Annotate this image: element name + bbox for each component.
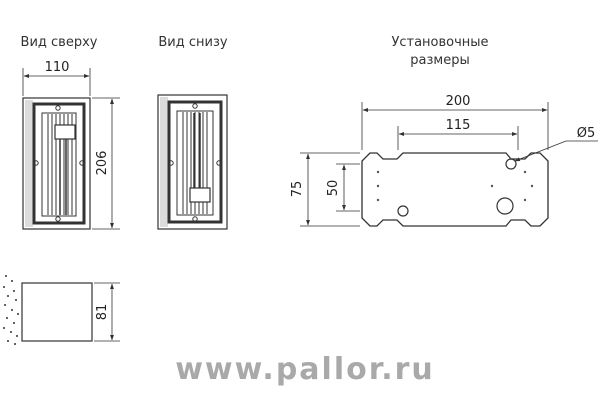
bottom-view-lamp-holder bbox=[189, 187, 211, 203]
cable-entry-icon bbox=[496, 197, 514, 215]
top-view bbox=[22, 68, 120, 230]
top-view-screw-icon bbox=[55, 105, 61, 111]
mounting-plate-outline bbox=[361, 152, 549, 227]
bottom-view-shade bbox=[160, 97, 168, 227]
height-dimension-value: 206 bbox=[95, 151, 110, 176]
hole-diameter-leader-line bbox=[514, 140, 567, 162]
watermark: www.pallor.ru bbox=[175, 352, 435, 387]
bottom-view-screw-icon bbox=[192, 216, 198, 222]
hole-spacing-vertical-dimension-value: 50 bbox=[326, 180, 341, 197]
hole-diameter-value: Ø5 bbox=[577, 126, 596, 141]
bottom-view-screw-icon bbox=[168, 160, 174, 166]
bottom-view-screw-icon bbox=[192, 103, 198, 109]
mounting-hole-icon bbox=[397, 205, 409, 217]
top-view-label: Вид сверху bbox=[20, 35, 98, 50]
plate-height-dimension-value: 75 bbox=[290, 181, 305, 198]
top-view-screw-icon bbox=[55, 216, 61, 222]
top-view-frame-inner bbox=[41, 112, 77, 217]
bottom-view-label: Вид снизу bbox=[158, 35, 228, 50]
bottom-view-body bbox=[157, 94, 228, 230]
plate-markings bbox=[376, 170, 534, 202]
mounting-dimensions-label-line1: Установочные bbox=[391, 35, 489, 50]
top-view-screw-icon bbox=[33, 160, 39, 166]
depth-dimension-value: 81 bbox=[95, 304, 110, 321]
mounting-plate bbox=[300, 102, 598, 227]
side-view-body bbox=[21, 282, 93, 342]
top-view-body bbox=[22, 97, 91, 230]
wall-hatch bbox=[3, 275, 19, 345]
bottom-view-frame-inner bbox=[176, 110, 214, 216]
top-view-screw-icon bbox=[79, 160, 85, 166]
hole-spacing-horizontal-dimension-value: 115 bbox=[446, 118, 471, 133]
mounting-dimensions-label-line2: размеры bbox=[410, 53, 470, 68]
plate-length-dimension-value: 200 bbox=[446, 94, 471, 109]
bottom-view bbox=[157, 94, 228, 230]
width-dimension-value: 110 bbox=[45, 60, 70, 75]
mounting-hole-icon bbox=[505, 158, 517, 170]
top-view-shade bbox=[25, 100, 33, 227]
bottom-view-screw-icon bbox=[216, 160, 222, 166]
side-view bbox=[3, 275, 120, 345]
top-view-lamp-holder bbox=[54, 124, 76, 140]
